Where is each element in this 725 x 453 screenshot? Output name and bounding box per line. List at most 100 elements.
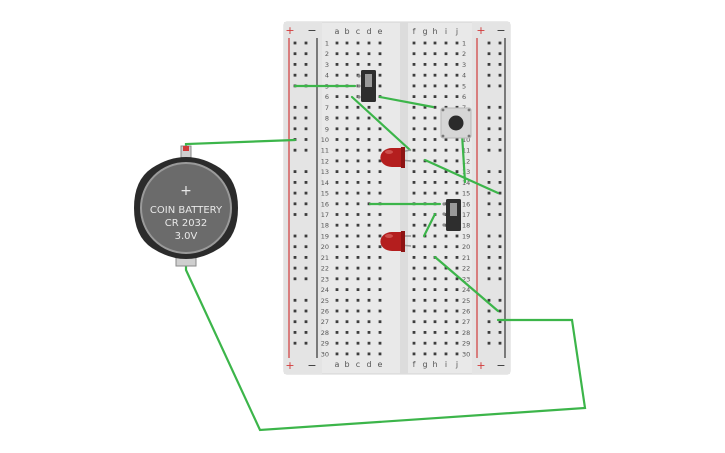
breadboard-hole[interactable] xyxy=(455,256,459,259)
breadboard-hole[interactable] xyxy=(498,341,502,345)
breadboard-hole[interactable] xyxy=(293,181,297,184)
breadboard-hole[interactable] xyxy=(304,202,308,206)
breadboard-hole[interactable] xyxy=(345,105,349,109)
breadboard-hole[interactable] xyxy=(356,181,360,184)
breadboard-hole[interactable] xyxy=(444,320,448,324)
breadboard-hole[interactable] xyxy=(498,84,502,88)
breadboard-hole[interactable] xyxy=(335,266,339,270)
breadboard-hole[interactable] xyxy=(378,277,382,281)
breadboard-hole[interactable] xyxy=(487,170,491,173)
breadboard-hole[interactable] xyxy=(335,309,339,313)
breadboard-hole[interactable] xyxy=(356,266,360,270)
breadboard-hole[interactable] xyxy=(304,234,308,238)
breadboard-hole[interactable] xyxy=(444,84,448,88)
breadboard-hole[interactable] xyxy=(455,181,459,184)
breadboard-hole[interactable] xyxy=(356,127,360,131)
breadboard-hole[interactable] xyxy=(412,288,416,291)
breadboard-hole[interactable] xyxy=(335,223,339,227)
breadboard-hole[interactable] xyxy=(367,116,371,120)
breadboard-hole[interactable] xyxy=(498,331,502,334)
breadboard-hole[interactable] xyxy=(412,341,416,345)
breadboard-hole[interactable] xyxy=(304,148,308,152)
breadboard-hole[interactable] xyxy=(304,256,308,259)
breadboard-hole[interactable] xyxy=(412,127,416,131)
breadboard-hole[interactable] xyxy=(293,277,297,281)
breadboard-hole[interactable] xyxy=(378,84,382,88)
breadboard-hole[interactable] xyxy=(378,170,382,173)
breadboard-hole[interactable] xyxy=(487,256,491,259)
breadboard-hole[interactable] xyxy=(498,73,502,77)
breadboard-hole[interactable] xyxy=(487,298,491,302)
breadboard-hole[interactable] xyxy=(378,245,382,249)
breadboard-hole[interactable] xyxy=(356,105,360,109)
breadboard-hole[interactable] xyxy=(293,202,297,206)
breadboard-hole[interactable] xyxy=(335,202,339,206)
breadboard-hole[interactable] xyxy=(455,95,459,98)
breadboard-hole[interactable] xyxy=(356,202,360,206)
breadboard-hole[interactable] xyxy=(412,105,416,109)
slide-switch-top[interactable] xyxy=(357,70,376,102)
breadboard-hole[interactable] xyxy=(433,138,437,141)
breadboard-hole[interactable] xyxy=(345,148,349,152)
breadboard-hole[interactable] xyxy=(433,73,437,77)
breadboard-hole[interactable] xyxy=(423,116,427,120)
breadboard-hole[interactable] xyxy=(345,352,349,356)
breadboard-hole[interactable] xyxy=(433,245,437,249)
breadboard-hole[interactable] xyxy=(335,127,339,131)
breadboard-hole[interactable] xyxy=(293,298,297,302)
breadboard-hole[interactable] xyxy=(444,352,448,356)
breadboard-hole[interactable] xyxy=(378,138,382,141)
breadboard-hole[interactable] xyxy=(304,266,308,270)
breadboard-hole[interactable] xyxy=(304,213,308,216)
breadboard-hole[interactable] xyxy=(444,138,448,141)
breadboard-hole[interactable] xyxy=(412,234,416,238)
breadboard-hole[interactable] xyxy=(293,148,297,152)
breadboard-hole[interactable] xyxy=(356,41,360,45)
breadboard-hole[interactable] xyxy=(423,138,427,141)
pushbutton[interactable] xyxy=(440,107,472,139)
breadboard-hole[interactable] xyxy=(412,63,416,66)
breadboard-hole[interactable] xyxy=(345,181,349,184)
breadboard-hole[interactable] xyxy=(378,63,382,66)
breadboard-hole[interactable] xyxy=(423,41,427,45)
breadboard-hole[interactable] xyxy=(412,223,416,227)
breadboard-hole[interactable] xyxy=(345,288,349,291)
breadboard-hole[interactable] xyxy=(367,277,371,281)
breadboard-hole[interactable] xyxy=(455,341,459,345)
breadboard-hole[interactable] xyxy=(304,52,308,56)
breadboard-hole[interactable] xyxy=(293,341,297,345)
breadboard-hole[interactable] xyxy=(293,127,297,131)
breadboard-hole[interactable] xyxy=(487,245,491,249)
breadboard-hole[interactable] xyxy=(356,256,360,259)
breadboard-hole[interactable] xyxy=(304,105,308,109)
breadboard-hole[interactable] xyxy=(423,84,427,88)
breadboard-hole[interactable] xyxy=(433,63,437,66)
breadboard-hole[interactable] xyxy=(423,95,427,98)
breadboard-hole[interactable] xyxy=(498,191,502,195)
breadboard-hole[interactable] xyxy=(356,148,360,152)
breadboard-hole[interactable] xyxy=(423,73,427,77)
breadboard-hole[interactable] xyxy=(345,245,349,249)
breadboard-hole[interactable] xyxy=(345,298,349,302)
breadboard-hole[interactable] xyxy=(293,266,297,270)
breadboard-hole[interactable] xyxy=(412,138,416,141)
breadboard-hole[interactable] xyxy=(293,63,297,66)
breadboard-hole[interactable] xyxy=(423,127,427,131)
breadboard-hole[interactable] xyxy=(367,331,371,334)
breadboard-hole[interactable] xyxy=(455,84,459,88)
breadboard-hole[interactable] xyxy=(423,266,427,270)
breadboard-hole[interactable] xyxy=(455,331,459,334)
breadboard-hole[interactable] xyxy=(433,148,437,152)
breadboard-hole[interactable] xyxy=(444,234,448,238)
breadboard-hole[interactable] xyxy=(293,256,297,259)
breadboard-hole[interactable] xyxy=(345,170,349,173)
breadboard-hole[interactable] xyxy=(487,116,491,120)
breadboard-hole[interactable] xyxy=(433,320,437,324)
breadboard-hole[interactable] xyxy=(335,331,339,334)
breadboard-hole[interactable] xyxy=(412,170,416,173)
breadboard-hole[interactable] xyxy=(433,352,437,356)
breadboard-hole[interactable] xyxy=(378,234,382,238)
breadboard-hole[interactable] xyxy=(423,223,427,227)
breadboard-hole[interactable] xyxy=(335,105,339,109)
breadboard-hole[interactable] xyxy=(304,298,308,302)
